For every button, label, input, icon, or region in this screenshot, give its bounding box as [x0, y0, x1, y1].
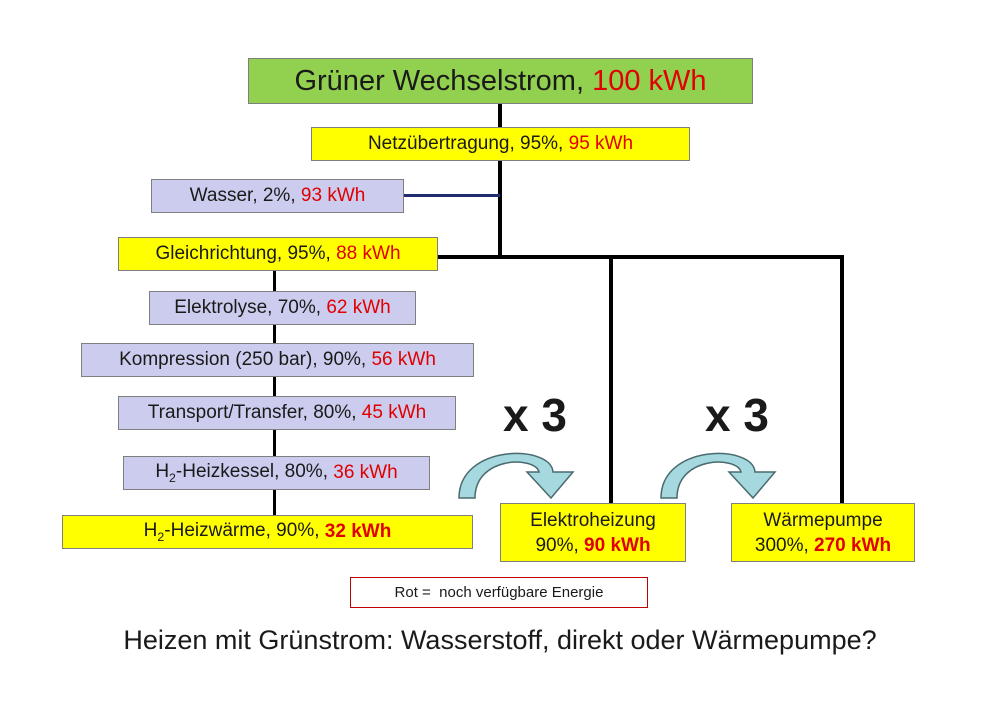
- multiplier-1: x 3: [503, 389, 567, 441]
- step-value: 88 kWh: [336, 243, 401, 264]
- step-value: 36 kWh: [333, 462, 398, 483]
- multiplier-2: x 3: [705, 389, 769, 441]
- step-value: 62 kWh: [326, 297, 391, 318]
- caption: Heizen mit Grünstrom: Wasserstoff, direk…: [123, 625, 877, 655]
- step-label: Kompression (250 bar), 90%,: [119, 349, 367, 370]
- connector-trunk: [498, 103, 502, 258]
- connector-wasser: [404, 194, 500, 197]
- source-label: Grüner Wechselstrom,: [294, 64, 585, 97]
- step-label: Transport/Transfer, 80%,: [147, 402, 357, 423]
- waermepumpe-value-line: 300%, 270 kWh: [754, 534, 892, 556]
- connector-horizontal: [438, 255, 844, 259]
- step-gleichrichtung: Gleichrichtung, 95%, 88 kWh: [118, 237, 438, 271]
- step-label: H2-Heizwärme, 90%,: [143, 520, 320, 544]
- legend-box: Rot = noch verfügbare Energie: [350, 577, 648, 608]
- step-value: 32 kWh: [324, 521, 392, 542]
- step-value: 95 kWh: [568, 133, 634, 154]
- connector-left-chain: [273, 270, 276, 518]
- step-elektrolyse: Elektrolyse, 70%, 62 kWh: [149, 291, 416, 325]
- connector-elektro: [609, 255, 613, 503]
- elektroheizung-box: Elektroheizung 90%, 90 kWh: [500, 503, 686, 562]
- step-kompression: Kompression (250 bar), 90%, 56 kWh: [81, 343, 474, 377]
- curved-arrow-1: [458, 452, 575, 500]
- step-label: Gleichrichtung, 95%,: [155, 243, 331, 264]
- step-h2-heizkessel: H2-Heizkessel, 80%, 36 kWh: [123, 456, 430, 490]
- step-label: Elektrolyse, 70%,: [174, 297, 322, 318]
- elektroheizung-title: Elektroheizung: [530, 509, 656, 531]
- step-wasser: Wasser, 2%, 93 kWh: [151, 179, 404, 213]
- step-value: 93 kWh: [300, 185, 366, 206]
- connector-waermepumpe: [840, 255, 844, 503]
- step-h2-heizwaerme: H2-Heizwärme, 90%, 32 kWh: [62, 515, 473, 549]
- step-label: Netzübertragung, 95%,: [367, 133, 564, 154]
- source-box: Grüner Wechselstrom, 100 kWh: [248, 58, 753, 104]
- step-value: 45 kWh: [361, 402, 427, 423]
- elektroheizung-value-line: 90%, 90 kWh: [535, 534, 651, 556]
- step-transport: Transport/Transfer, 80%, 45 kWh: [118, 396, 456, 430]
- waermepumpe-title: Wärmepumpe: [763, 509, 883, 531]
- step-label: H2-Heizkessel, 80%,: [155, 461, 328, 485]
- curved-arrow-2: [660, 452, 777, 500]
- source-value: 100 kWh: [592, 64, 707, 97]
- step-label: Wasser, 2%,: [189, 185, 296, 206]
- waermepumpe-box: Wärmepumpe 300%, 270 kWh: [731, 503, 915, 562]
- step-netzuebertragung: Netzübertragung, 95%, 95 kWh: [311, 127, 690, 161]
- step-value: 56 kWh: [371, 349, 436, 370]
